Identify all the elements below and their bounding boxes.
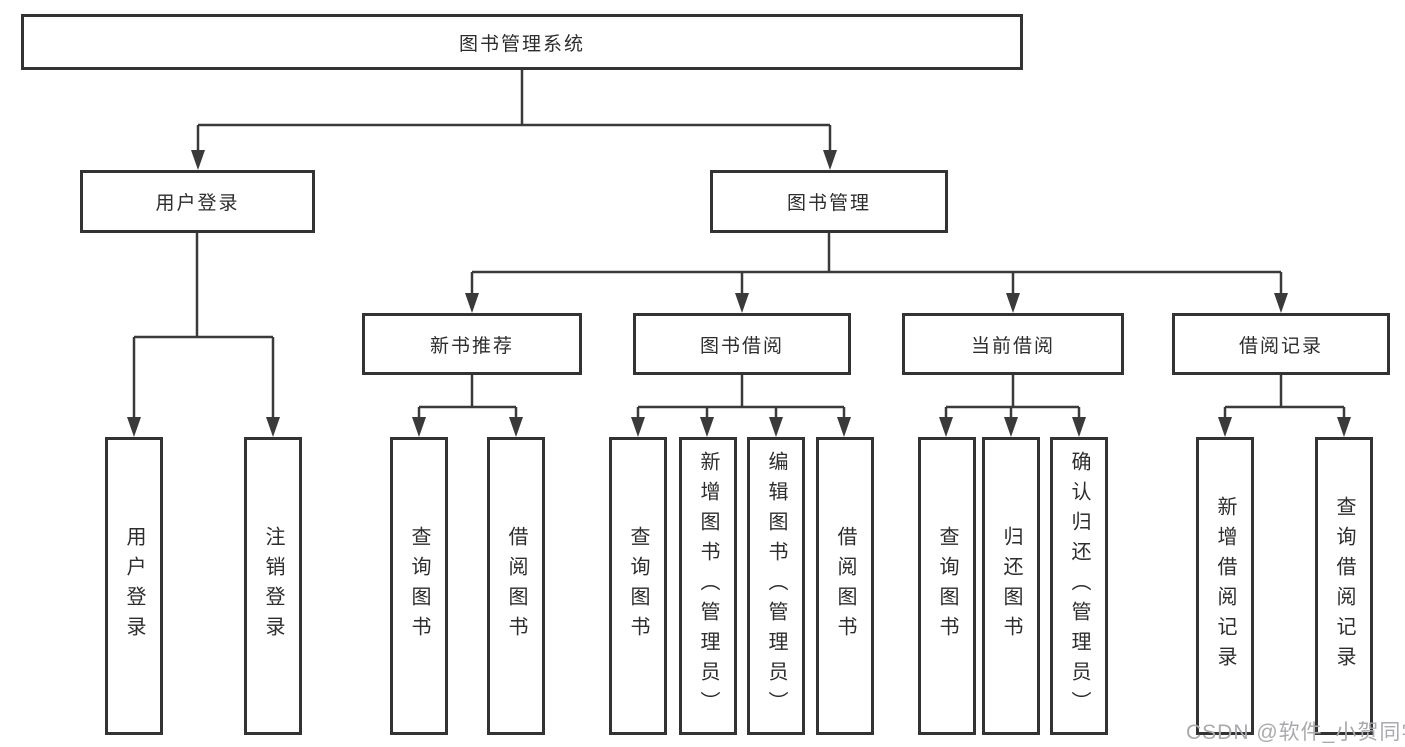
leaf-query-borrow-record: 查询借阅记录 <box>1315 437 1373 735</box>
node-book-management: 图书管理 <box>710 170 948 233</box>
leaf-label: 用户登录 <box>123 526 145 646</box>
leaf-label: 注销登录 <box>262 526 284 646</box>
csdn-watermark: CSDN @软件_小贺同学 <box>1186 721 1405 744</box>
leaf-confirm-return-admin: 确认归还（管理员） <box>1050 437 1108 735</box>
leaf-label: 确认归还（管理员） <box>1068 451 1090 721</box>
leaf-logout: 注销登录 <box>244 437 302 735</box>
leaf-label: 新增图书（管理员） <box>697 451 719 721</box>
leaf-query-books-borrow: 查询图书 <box>609 437 667 735</box>
leaf-label: 归还图书 <box>1000 526 1022 646</box>
leaf-borrow-books: 借阅图书 <box>816 437 874 735</box>
leaf-label: 借阅图书 <box>834 526 856 646</box>
node-user-login: 用户登录 <box>80 170 315 233</box>
leaf-query-books-current: 查询图书 <box>918 437 976 735</box>
node-new-book-recommend: 新书推荐 <box>362 313 582 375</box>
node-borrow-records: 借阅记录 <box>1172 313 1390 375</box>
leaf-add-borrow-record: 新增借阅记录 <box>1196 437 1254 735</box>
leaf-label: 借阅图书 <box>505 526 527 646</box>
leaf-label: 编辑图书（管理员） <box>765 451 787 721</box>
leaf-borrow-books-recommend: 借阅图书 <box>487 437 545 735</box>
leaf-query-books-recommend: 查询图书 <box>390 437 448 735</box>
leaf-return-books: 归还图书 <box>982 437 1040 735</box>
leaf-label: 查询借阅记录 <box>1333 496 1355 676</box>
leaf-label: 查询图书 <box>627 526 649 646</box>
leaf-label: 查询图书 <box>936 526 958 646</box>
node-library-management-system: 图书管理系统 <box>21 14 1023 70</box>
leaf-label: 查询图书 <box>408 526 430 646</box>
leaf-user-login: 用户登录 <box>105 437 163 735</box>
leaf-label: 新增借阅记录 <box>1214 496 1236 676</box>
node-current-borrow: 当前借阅 <box>902 313 1124 375</box>
node-book-borrow: 图书借阅 <box>633 313 851 375</box>
leaf-edit-books-admin: 编辑图书（管理员） <box>747 437 805 735</box>
leaf-add-books-admin: 新增图书（管理员） <box>679 437 737 735</box>
